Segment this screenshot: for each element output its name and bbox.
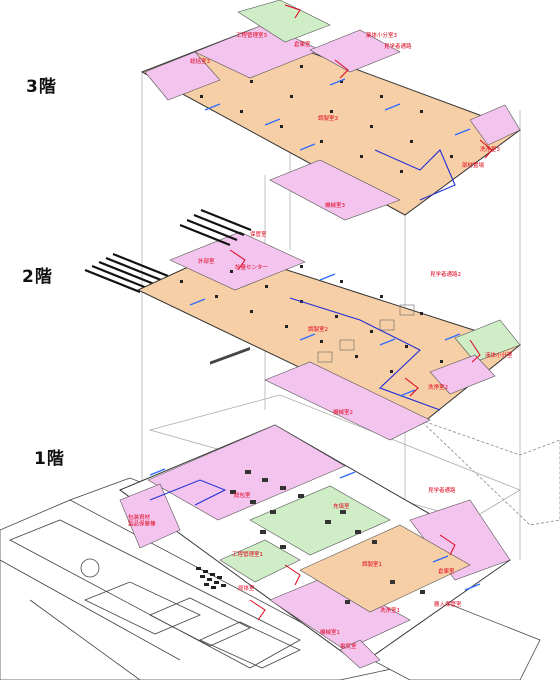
- room-label-f2-kaiki: 計量センター: [235, 263, 268, 271]
- room-label-f1-kouketsu: 充填室: [333, 502, 350, 510]
- room-label-f3-koujikanri: 工程管理室3: [236, 31, 268, 39]
- room-label-f2-kikai: 機械室2: [333, 408, 353, 416]
- room-label-f3-senjou: 洗浄室3: [480, 145, 501, 153]
- room-label-f1-koujikanri: 工程管理室1: [232, 550, 263, 558]
- floor-label-3f: 3階: [26, 77, 57, 97]
- room-label-f1-sougou: 総包室: [234, 491, 251, 499]
- site-grid-block: [196, 567, 226, 589]
- room-label-f3-kengaku: 見学者通路: [384, 42, 412, 50]
- room-label-f1-kikai: 機械室1: [320, 628, 340, 636]
- room-label-f3-souko: 倉庫室: [294, 40, 311, 48]
- floor-label-2f: 2階: [22, 267, 53, 287]
- room-label-f3-bunshou: 薬体小分室3: [366, 31, 398, 39]
- room-label-f3-sougou: 総括室3: [190, 57, 211, 65]
- floor-1-plan: 総包室 充填室 見学者通路 包装資材製品保管棟 工程管理室1 調製室1 倉庫室 …: [118, 347, 511, 669]
- floor-label-1f: 1階: [34, 449, 65, 469]
- room-label-f2-chouzai: 調製室2: [308, 325, 328, 333]
- room-label-f1-kengaku: 見学者通路: [428, 486, 456, 494]
- room-label-f1-souko: 倉庫室: [438, 567, 455, 575]
- room-label-f2-gairai: 外部室: [198, 257, 215, 265]
- room-label-f1-denki: 電気室: [340, 642, 357, 650]
- room-label-f2-souko: 保管室: [250, 230, 267, 238]
- room-label-f2-kengaku: 見学者通路2: [430, 270, 461, 278]
- room-label-f1-chouzai: 調製室1: [362, 560, 382, 568]
- room-label-f3-buzai: 部材置場: [462, 161, 485, 169]
- room-label-f1-hannyu: 搬入保管室: [434, 600, 462, 608]
- room-label-f3-chouzai: 調製室3: [318, 114, 339, 122]
- room-label-f2-ekitai: 液体小分室: [485, 351, 513, 359]
- room-label-f1-gentai: 原体室: [238, 584, 255, 592]
- room-label-f1-senjou: 洗浄室1: [380, 606, 400, 614]
- floor-2-plan: 保管室 外部室 計量センター 見学者通路2 調製室2 液体小分室 洗浄室2 機械…: [84, 230, 522, 441]
- floor-3-plan: 工程管理室3 倉庫室 薬体小分室3 見学者通路 総括室3 調製室3 洗浄室3 部…: [140, 0, 522, 247]
- room-label-f2-senjou: 洗浄室2: [428, 383, 448, 391]
- room-label-f1-genzairyou: 包装資材製品保管棟: [128, 513, 156, 528]
- room-label-f3-kikai: 機械室3: [325, 201, 346, 209]
